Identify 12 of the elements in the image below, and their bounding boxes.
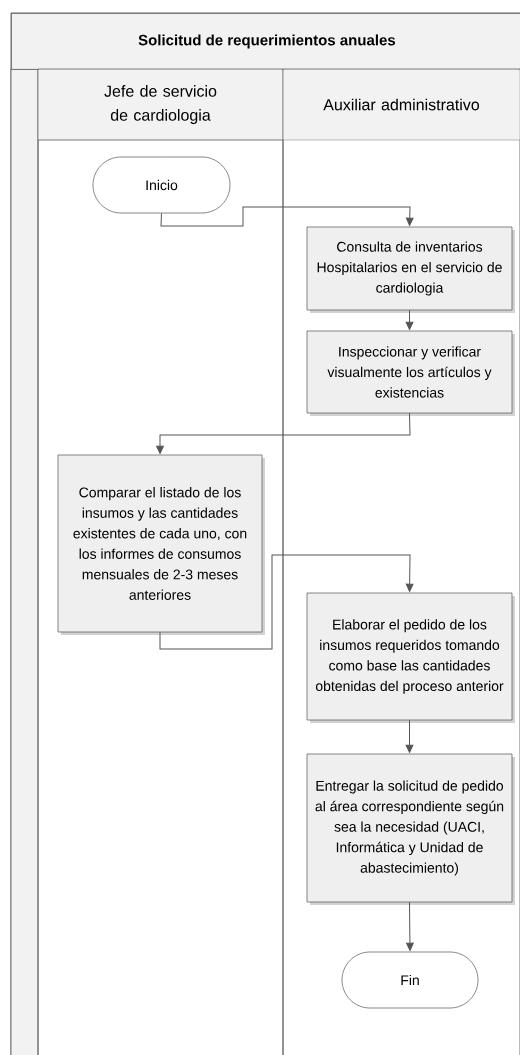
- pool-title: Solicitud de requerimientos anuales: [11, 13, 520, 70]
- arrow: [160, 206, 414, 227]
- arrow: [159, 554, 414, 650]
- process-box: Inspeccionar y verificar visualmente los artículos y existencias: [306, 330, 515, 416]
- arrow: [405, 309, 414, 330]
- arrow: [156, 412, 411, 454]
- process-box: Entregar la solicitud de pedido al área correspondiente según sea la necesidad (UACI, Informática y Unidad de abastecimiento): [306, 753, 515, 905]
- process-box: Comparar el listado de los insumos y las cantidades existentes de cada uno, con los informes de consumos mensuales de 2-3 meses anteriores: [57, 454, 265, 635]
- arrow: [405, 719, 414, 753]
- process-box: Consulta de inventarios Hospitalarios en el servicio de cardiologia: [306, 226, 515, 313]
- process-box: Elaborar el pedido de los insumos requeridos tomando como base las cantidades obtenidas del proceso anterior: [306, 592, 515, 723]
- arrow: [406, 901, 414, 951]
